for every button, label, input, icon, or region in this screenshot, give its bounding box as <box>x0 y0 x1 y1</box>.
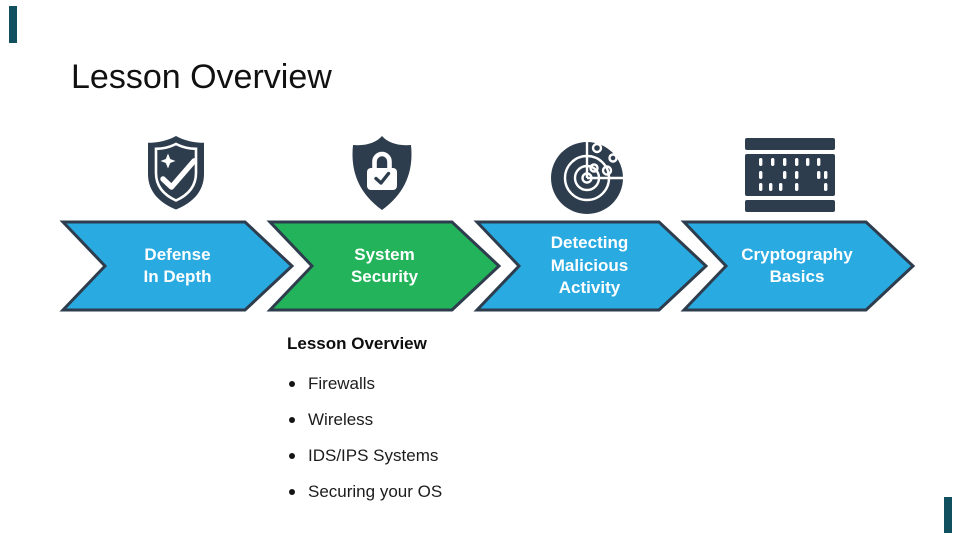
details-heading: Lesson Overview <box>287 334 427 353</box>
bullet-text: IDS/IPS Systems <box>308 446 439 465</box>
shield-check-icon <box>144 134 208 212</box>
list-item: Wireless <box>287 402 442 438</box>
chevron-detecting-malicious-activity <box>473 220 709 312</box>
bullet-text: Firewalls <box>308 374 376 393</box>
bullet-text: Securing your OS <box>308 482 443 501</box>
bullet-dot-icon <box>289 381 295 387</box>
corner-accent-bottom-right <box>944 497 952 533</box>
list-item: IDS/IPS Systems <box>287 438 442 474</box>
chevron-defense-in-depth <box>59 220 295 312</box>
cipher-card-icon <box>743 137 837 213</box>
bullet-dot-icon <box>289 417 295 423</box>
bullet-dot-icon <box>289 453 295 459</box>
corner-accent-top-left <box>9 6 17 43</box>
chevron-system-security <box>266 220 502 312</box>
list-item: Securing your OS <box>287 474 442 510</box>
slide-title: Lesson Overview <box>71 58 332 96</box>
bullet-text: Wireless <box>308 410 374 429</box>
process-chevrons <box>59 220 916 312</box>
bullet-dot-icon <box>289 489 295 495</box>
list-item: Firewalls <box>287 366 442 402</box>
lesson-details: Lesson Overview Firewalls Wireless IDS/I… <box>287 334 442 510</box>
details-bullet-list: Firewalls Wireless IDS/IPS Systems Secur… <box>287 366 442 510</box>
radar-icon <box>547 134 629 216</box>
shield-lock-icon <box>347 134 417 212</box>
chevron-cryptography-basics <box>680 220 916 312</box>
